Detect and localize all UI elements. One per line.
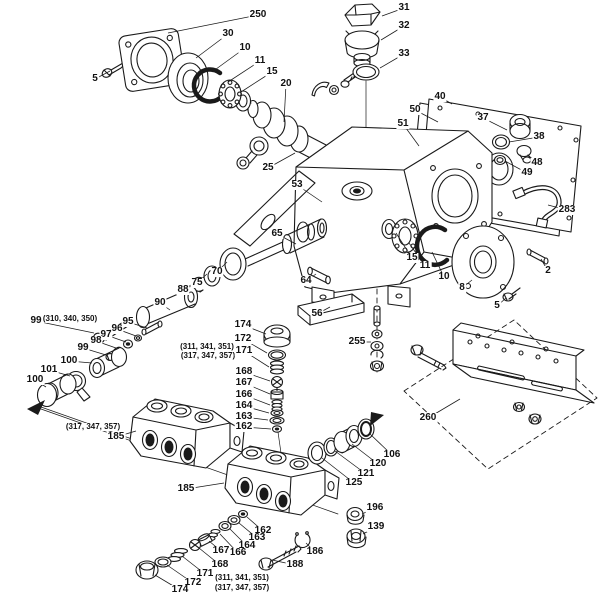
part-number-label: (317, 347, 357) <box>213 583 271 592</box>
part-number-label: 188 <box>285 559 305 570</box>
part-number-label: 100 <box>25 374 45 385</box>
piston-seal-group <box>307 412 384 465</box>
part-number-label: 100 <box>59 355 79 366</box>
part-number-label: 97 <box>99 329 113 340</box>
part-number-label: 260 <box>418 412 438 423</box>
part-number-label: 174 <box>233 319 253 330</box>
part-number-label: (317, 347, 357) <box>64 422 122 431</box>
part-number-label: (311, 341, 351) <box>179 342 235 351</box>
part-number-label: 120 <box>368 458 388 469</box>
part-number-label: (311, 341, 351) <box>214 573 270 582</box>
part-number-label: 166 <box>234 389 254 400</box>
part-number-label: 185 <box>176 483 196 494</box>
crankcase-body <box>233 126 493 308</box>
part-number-label: 101 <box>39 364 59 375</box>
part-number-label: 283 <box>557 204 577 215</box>
part-number-label: 172 <box>233 333 253 344</box>
part-number-label: 56 <box>310 308 324 319</box>
part-number-label: 5 <box>91 73 99 84</box>
part-number-label: 31 <box>397 2 411 13</box>
part-number-label: 75 <box>190 277 204 288</box>
part-number-label: 98 <box>89 335 103 346</box>
part-number-label: 11 <box>418 260 432 271</box>
part-number-label: 168 <box>210 559 230 570</box>
part-number-label: 166 <box>228 547 248 558</box>
manifold-lower <box>224 445 340 516</box>
crankshaft-assembly <box>218 72 359 170</box>
part-number-label: 164 <box>234 400 254 411</box>
part-number-label: 163 <box>247 532 267 543</box>
part-number-label: 65 <box>270 228 284 239</box>
part-number-label: 96 <box>110 323 124 334</box>
part-number-label: 70 <box>210 266 224 277</box>
part-number-label: 48 <box>530 157 544 168</box>
oil-cap-assembly <box>344 3 381 182</box>
part-number-label: 49 <box>520 167 534 178</box>
part-number-label: 167 <box>211 545 231 556</box>
part-number-label: 121 <box>356 468 376 479</box>
part-number-label: 37 <box>476 112 490 123</box>
part-number-label: 162 <box>234 421 254 432</box>
part-number-label: 15 <box>405 252 419 263</box>
part-number-label: 167 <box>234 377 254 388</box>
part-number-label: 53 <box>290 179 304 190</box>
part-number-label: 11 <box>253 55 267 66</box>
part-number-label: (317, 347, 357) <box>179 351 237 360</box>
part-number-label: 250 <box>248 9 268 20</box>
part-number-label: 196 <box>365 502 385 513</box>
part-number-label: 5 <box>493 300 501 311</box>
part-number-label: 90 <box>153 297 167 308</box>
bottom-hardware <box>258 506 367 571</box>
leader-line <box>35 320 95 334</box>
part-number-label: 185 <box>106 431 126 442</box>
part-number-label: 172 <box>183 577 203 588</box>
bearing-cover-assembly <box>101 28 225 104</box>
part-number-label: 40 <box>433 91 447 102</box>
part-number-label: 30 <box>221 28 235 39</box>
part-number-label: (310, 340, 350) <box>41 314 99 323</box>
part-number-label: 164 <box>237 540 257 551</box>
part-number-label: 38 <box>532 131 546 142</box>
part-number-label: 171 <box>195 568 215 579</box>
part-number-label: 106 <box>382 449 402 460</box>
part-number-label: 10 <box>437 271 451 282</box>
part-number-label: 95 <box>121 316 135 327</box>
part-number-label: 10 <box>238 42 252 53</box>
part-number-label: 125 <box>344 477 364 488</box>
part-number-label: 139 <box>366 521 386 532</box>
part-number-label: 20 <box>279 78 293 89</box>
part-number-label: 2 <box>544 265 552 276</box>
bearing-flange-assembly <box>381 218 549 302</box>
leader-line <box>167 14 259 34</box>
part-number-label: 8 <box>458 282 466 293</box>
part-number-label: 99 <box>76 342 90 353</box>
part-number-label: 162 <box>253 525 273 536</box>
manifold-upper <box>129 398 245 469</box>
part-number-label: 33 <box>397 48 411 59</box>
valve-stack-upper <box>263 324 291 461</box>
part-number-label: 64 <box>299 275 313 286</box>
part-number-label: 186 <box>305 546 325 557</box>
part-number-label: 50 <box>408 104 422 115</box>
leader-line <box>283 83 287 123</box>
part-number-label: 25 <box>261 162 275 173</box>
plug-fittings <box>491 113 532 166</box>
part-number-label: 99 <box>29 315 43 326</box>
part-number-label: 15 <box>265 66 279 77</box>
mounting-rail <box>403 319 598 470</box>
part-number-label: 32 <box>397 20 411 31</box>
fastener-stack-255 <box>369 288 385 373</box>
part-number-label: 171 <box>234 345 254 356</box>
oil-drain-hose <box>512 185 562 229</box>
part-number-label: 88 <box>176 284 190 295</box>
part-number-label: 168 <box>234 366 254 377</box>
part-number-label: 51 <box>396 118 410 129</box>
plunger-rod-group <box>135 218 365 329</box>
part-number-label: 255 <box>347 336 367 347</box>
part-number-label: 174 <box>170 584 190 595</box>
valve-stack-lower <box>135 509 249 580</box>
part-number-label: 163 <box>234 411 254 422</box>
